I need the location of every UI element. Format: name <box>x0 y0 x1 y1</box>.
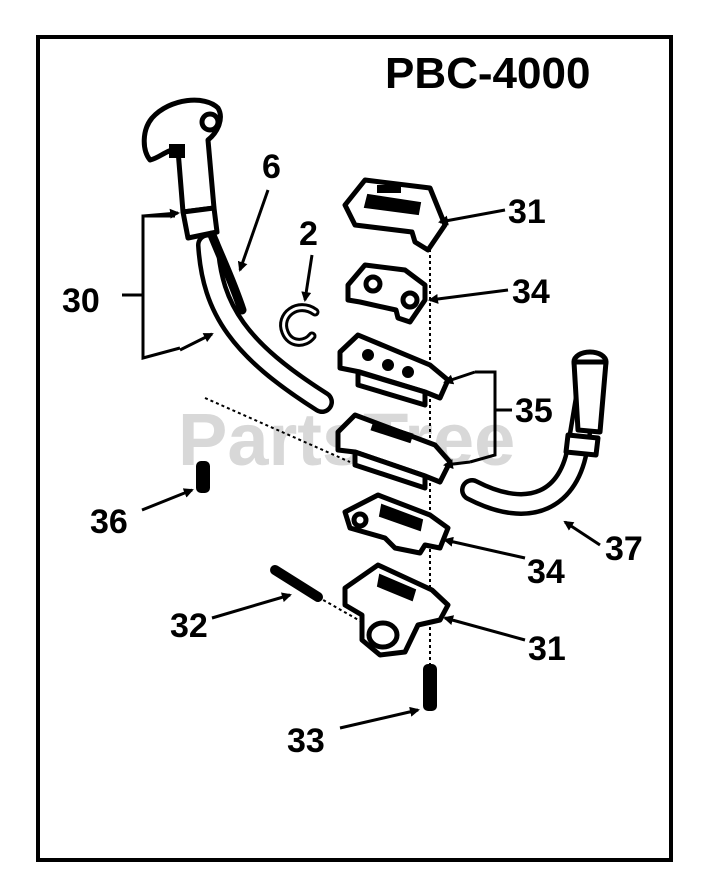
model-title: PBC-4000 <box>385 49 590 98</box>
callout-34-top: 34 <box>512 273 550 311</box>
callout-30: 30 <box>62 282 100 320</box>
part-31-bottom-clamp <box>342 562 451 658</box>
part-35-lower-half <box>335 412 453 491</box>
part-32-pin <box>270 565 363 623</box>
callout-2: 2 <box>299 215 318 253</box>
callout-31-top: 31 <box>508 193 546 231</box>
part-37-tube <box>460 349 609 516</box>
part-30-throttle-handle <box>141 97 334 414</box>
part-6-cable <box>207 230 247 315</box>
callout-37: 37 <box>605 530 643 568</box>
bracket-35 <box>469 370 512 464</box>
part-31-top-clamp <box>342 177 448 253</box>
callout-35: 35 <box>515 392 553 430</box>
part-36-screw <box>196 461 210 493</box>
part-34-bottom-bracket <box>342 492 451 556</box>
diagram-border <box>36 35 673 862</box>
part-34-top-bracket <box>345 262 428 325</box>
callout-32: 32 <box>170 607 208 645</box>
callout-36: 36 <box>90 503 128 541</box>
callout-31-bottom: 31 <box>528 630 566 668</box>
callout-6: 6 <box>262 148 281 186</box>
part-2-clip <box>279 303 320 347</box>
leader-lines <box>141 189 601 730</box>
part-35-upper-half <box>337 332 451 408</box>
callout-34-bottom: 34 <box>527 553 565 591</box>
callout-33: 33 <box>287 722 325 760</box>
part-33-bolt <box>423 664 437 711</box>
bracket-30 <box>122 214 181 360</box>
assembly-axis-left <box>204 397 351 463</box>
